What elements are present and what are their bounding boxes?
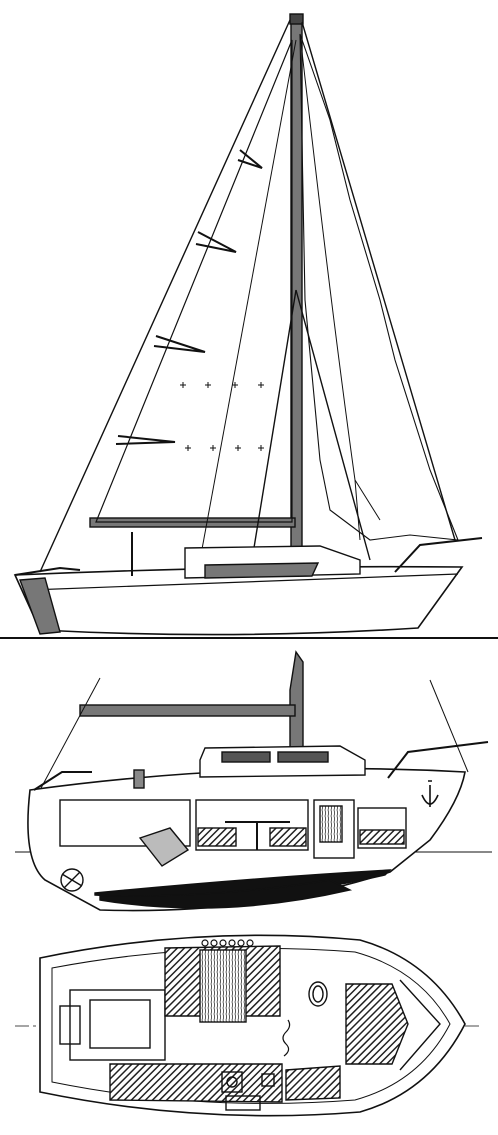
deck-plan-view [15, 934, 480, 1117]
hull-side [13, 565, 464, 636]
forestay [39, 19, 291, 573]
window-profile-2 [277, 751, 329, 763]
anchor-icon [421, 780, 439, 807]
batten-1 [237, 149, 263, 169]
jib-sheet [199, 39, 297, 561]
saloon-table [225, 821, 290, 850]
mast [290, 14, 303, 551]
settee-plan [285, 1065, 341, 1101]
batten-2 [195, 231, 237, 253]
stern-rail [14, 566, 81, 576]
jib-foot [354, 479, 361, 541]
batten-3 [153, 335, 206, 353]
bow-inner [399, 979, 441, 1071]
cockpit-well [69, 989, 166, 1061]
tiller-box [59, 1005, 81, 1045]
settee-fwd [269, 827, 307, 847]
stove-burner [226, 1076, 238, 1088]
keel-bulb [99, 879, 353, 909]
cockpit-seat [89, 999, 151, 1049]
jib [299, 33, 459, 541]
toilet-seat [312, 985, 324, 1003]
batten-4 [115, 435, 176, 445]
forestay-profile [429, 679, 469, 773]
mast-head [289, 13, 304, 25]
backstay-profile [39, 677, 101, 791]
sail-plan-view [0, 13, 498, 639]
propeller-blades [61, 871, 83, 889]
toilet-icon [308, 981, 328, 1007]
cockpit-locker [59, 799, 191, 847]
boom-profile [79, 704, 296, 717]
galley-box [261, 1073, 275, 1087]
hull-sheer [29, 573, 459, 591]
settee-aft [197, 827, 237, 847]
bow-pulpit [394, 537, 483, 573]
reef-points [180, 382, 264, 451]
head-door [313, 799, 355, 859]
portholes [201, 939, 254, 947]
cabin-window [204, 562, 320, 579]
saloon-bay [195, 799, 309, 851]
vberth [359, 829, 405, 845]
galley-sink [225, 1095, 261, 1111]
galley-stove [221, 1071, 243, 1093]
locker-slats [319, 805, 343, 843]
stern-rail-profile [33, 771, 92, 791]
shroud-1 [295, 289, 371, 561]
window-profile-1 [221, 751, 271, 763]
bilge-hose [282, 1019, 291, 1057]
engine [138, 827, 190, 867]
profile-section-view [15, 650, 492, 912]
jib-leech [299, 33, 381, 521]
saloon-table-plan [199, 949, 247, 1023]
vberth-plan [345, 983, 409, 1065]
forepeak [357, 807, 407, 849]
shroud-2 [251, 289, 297, 561]
backstay [301, 21, 456, 541]
mainsail [95, 39, 293, 523]
bow-pulpit-profile [387, 741, 489, 779]
mast-stub [289, 650, 304, 753]
propeller [60, 868, 84, 892]
rudder [19, 577, 61, 635]
winch-profile [133, 769, 145, 789]
